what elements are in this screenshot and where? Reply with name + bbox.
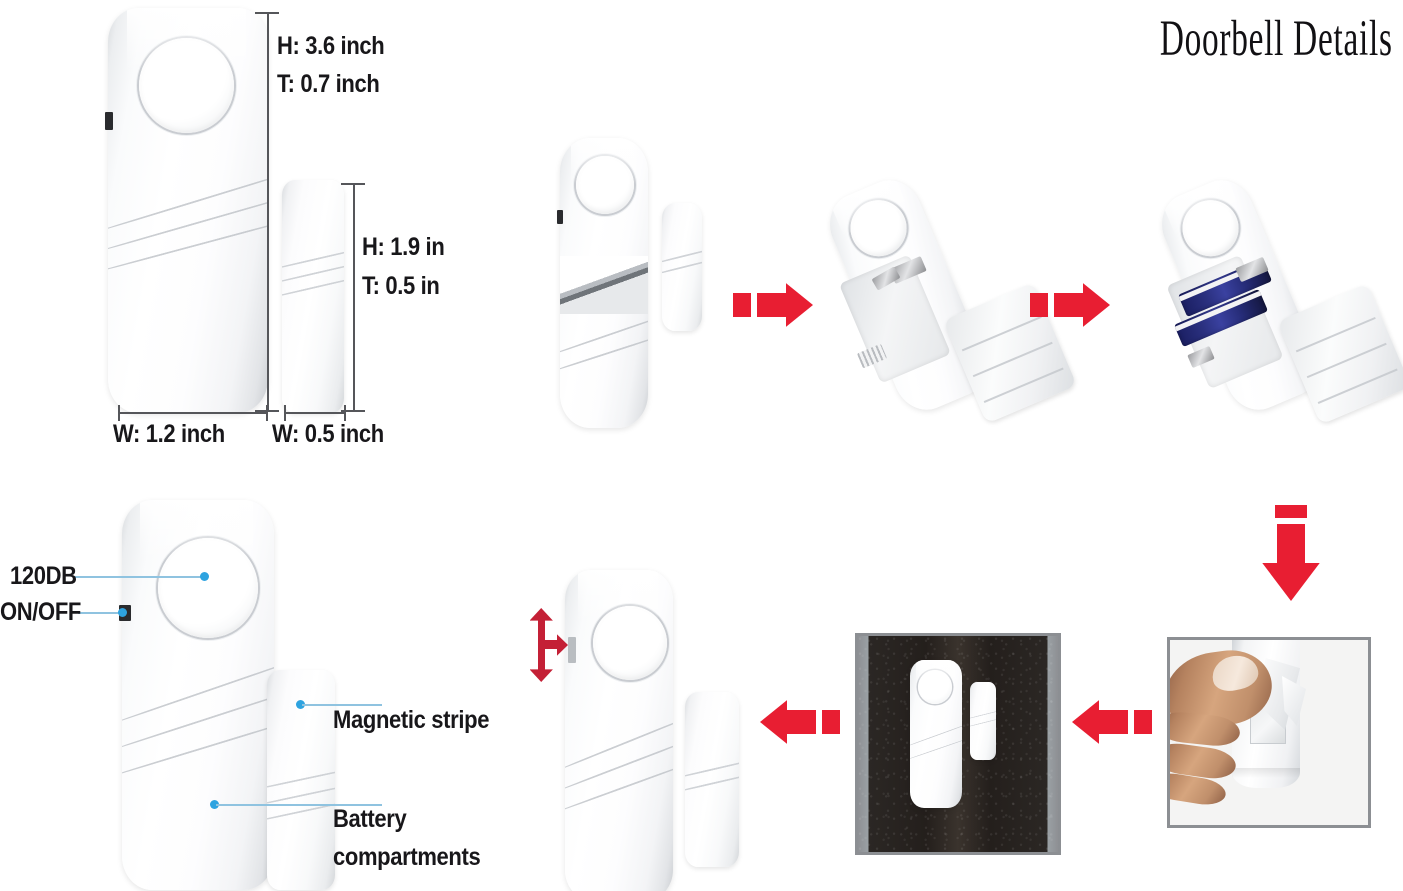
mounted-alarm-unit: [910, 660, 962, 808]
callout-dot-battery: [210, 800, 219, 809]
callout-label-battery-line2: compartments: [333, 843, 481, 871]
dimension-line-main-height: [267, 12, 269, 410]
callout-label-onoff: ON/OFF: [0, 598, 82, 626]
magnet-unit-dimensioned: [282, 180, 344, 413]
dimension-cap: [266, 405, 268, 421]
open-cover-slot: [560, 256, 648, 314]
main-thickness-label: T: 0.7 inch: [277, 70, 380, 98]
speaker-ring: [158, 538, 258, 638]
speaker-ring: [1173, 191, 1248, 265]
photo-peel-adhesive: [1167, 637, 1371, 828]
battery-cover: [1277, 283, 1403, 425]
arrow-left-5: [1072, 700, 1152, 744]
speaker-ring: [139, 38, 234, 133]
leader-line-magnetic: [302, 704, 382, 706]
arrow-down-3: [1262, 505, 1320, 601]
dimension-cap: [341, 410, 365, 412]
speaker-ring: [576, 156, 634, 214]
held-alarm-shadowline: [1232, 768, 1300, 778]
alarm-unit-dimensioned: [108, 8, 268, 413]
dimension-line-main-width: [118, 412, 266, 414]
arrow-right-2: [1030, 283, 1110, 327]
callout-label-120db: 120DB: [10, 562, 77, 590]
callout-dot-onoff: [118, 608, 127, 617]
dimension-line-magnet-width: [284, 412, 344, 414]
arrow-left-4: [760, 700, 840, 744]
page-title: Doorbell Details: [1160, 9, 1393, 66]
photo-door-mounted: [855, 633, 1061, 855]
leader-line-battery: [216, 804, 382, 806]
main-width-label: W: 1.2 inch: [113, 420, 225, 448]
arrow-up-down-right-6: [516, 608, 568, 682]
speaker-ring: [593, 606, 667, 680]
mounted-magnet-unit: [970, 682, 996, 760]
callout-dot-120db: [200, 572, 209, 581]
power-switch: [568, 637, 576, 663]
magnet-unit-aligned: [685, 692, 739, 867]
battery-step-3: [1151, 170, 1403, 425]
magnet-thickness-label: T: 0.5 in: [362, 272, 440, 300]
arrow-right-1: [733, 283, 813, 327]
magnet-width-label: W: 0.5 inch: [272, 420, 384, 448]
magnet-height-label: H: 1.9 in: [362, 233, 445, 261]
dimension-line-magnet-height: [353, 183, 355, 410]
speaker-ring: [841, 191, 916, 265]
leader-line-120db: [75, 576, 205, 578]
leader-line-onoff: [78, 612, 122, 614]
callout-label-magnetic: Magnetic stripe: [333, 706, 490, 734]
dimension-cap: [284, 405, 286, 421]
dimension-cap: [255, 12, 279, 14]
callout-dot-magnetic: [296, 700, 305, 709]
dimension-cap: [344, 405, 346, 421]
callout-label-battery-line1: Battery: [333, 805, 407, 833]
speaker-ring: [918, 670, 952, 704]
alarm-unit-annotated: [122, 500, 274, 890]
dimension-cap: [341, 183, 365, 185]
main-height-label: H: 3.6 inch: [277, 32, 385, 60]
dimension-cap: [118, 405, 120, 421]
power-switch: [105, 112, 113, 130]
alarm-unit-aligned: [565, 570, 673, 891]
